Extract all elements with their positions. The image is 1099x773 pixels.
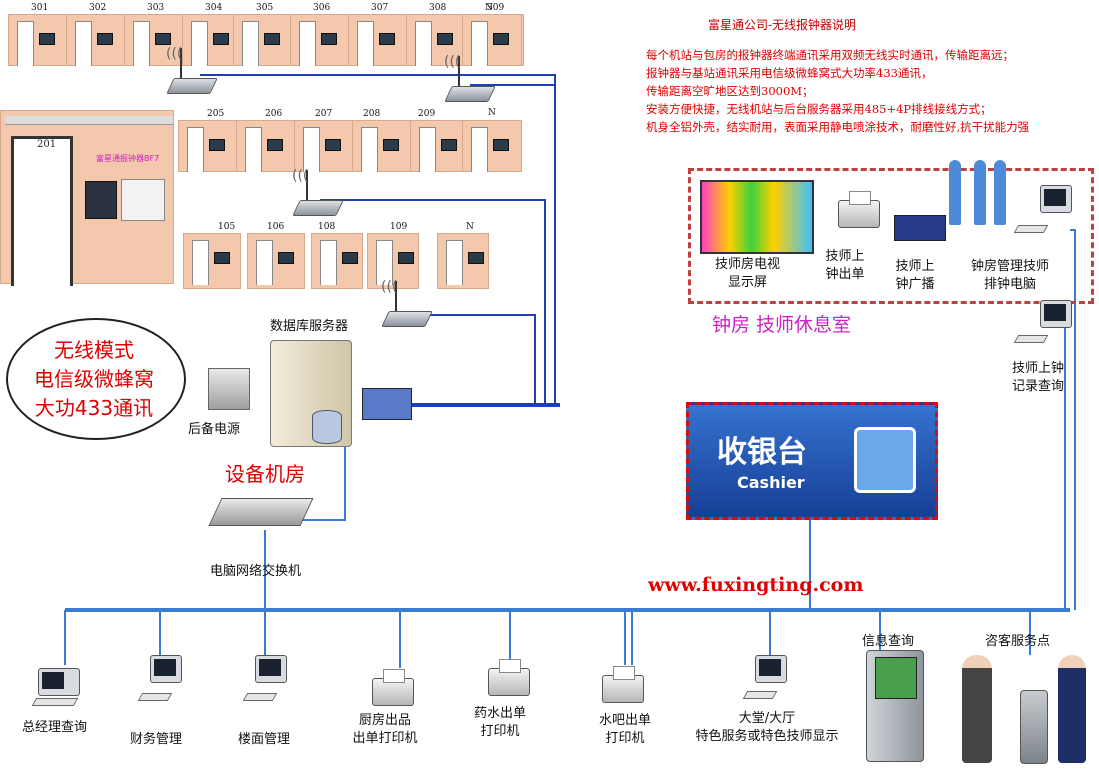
database-icon [312,410,342,444]
room-door [178,120,238,172]
room-door: 207 [315,109,412,172]
tv-screen [700,180,814,254]
device-label: 富星通报钟器BF7 [96,154,160,163]
gm-query-label: 总经理查询 [22,720,88,735]
kitchen-printer-icon [372,669,414,706]
room-door: N [462,3,522,66]
wireless-base-station: ((( [292,168,344,216]
speaker-icon [894,215,946,241]
customer-service-label: 咨客服务点 [985,634,1051,649]
website-link[interactable]: www.fuxingting.com [648,574,864,596]
wireless-mode-text: 无线模式电信级微蜂窝大功433通讯 [34,338,154,420]
clock-room-box [688,168,1094,304]
service-kiosk-icon [1020,690,1048,764]
database-server-label: 数据库服务器 [270,319,349,334]
room-door: 307 [348,3,408,66]
wireless-base-station: ((( [444,54,496,102]
wireless-base-station: ((( [166,46,218,94]
converter-icon [362,388,412,420]
room-door: 109 [390,222,489,289]
equipment-room-label: 设备机房 [225,462,305,486]
bar-printer-label: 水吧出单打印机 [598,713,651,746]
cashier-icon [854,427,916,493]
room-number: N [488,108,496,118]
room-door: 305 [233,3,293,66]
ups-icon [208,368,250,410]
room-door: 208 [363,109,470,172]
lobby-display-label: 大堂/大厅特色服务或特色技师显示 [695,711,839,744]
scheduling-pc-label: 钟房管理技师排钟电脑 [970,259,1049,292]
signal-icon: ((( [444,54,461,70]
room-door: 301 [8,3,68,66]
clock-in-print-label: 技师上钟出单 [825,249,865,282]
cashier-title: 收银台 [717,435,807,470]
signal-icon: ((( [166,46,183,62]
finance-label: 财务管理 [130,732,183,747]
network-switch-icon [208,498,314,526]
clock-in-broadcast-label: 技师上钟广播 [895,259,935,292]
bar-printer-icon [602,666,644,703]
cashier-panel: 收银台 Cashier [686,402,938,520]
receptionist-icon [962,655,992,763]
technicians-icon [944,155,1024,225]
kitchen-printer-label: 厨房出品出单打印机 [352,713,418,746]
room-201: 201 富星通报钟器BF7 [0,110,174,286]
room-door: 105 [218,222,305,289]
room-door: 304 [182,3,242,66]
room-door: 106 [267,222,363,289]
info-query-label: 信息查询 [862,634,915,649]
notes-title: 富星通公司-无线报钟器说明 [708,18,857,32]
room-door: 108 [318,222,419,289]
clock-room-title: 钟房 技师休息室 [712,314,852,336]
drink-printer-label: 药水出单打印机 [473,706,526,739]
wireless-base-station: ((( [381,279,433,327]
signal-icon: ((( [381,279,398,295]
drink-printer-icon [488,659,530,696]
room-door: 303 [124,3,184,66]
backup-power-label: 后备电源 [188,422,241,437]
room-door: 205 [207,109,296,172]
room-door [183,233,241,289]
room-door: 306 [290,3,350,66]
clock-record-query-label: 技师上钟记录查询 [1011,361,1064,394]
network-switch-label: 电脑网络交换机 [210,564,302,579]
tv-screen-label: 技师房电视显示屏 [714,257,780,290]
info-kiosk-icon [866,650,924,762]
room-door: 308 [406,3,466,66]
room-door: 209 [418,109,522,172]
signal-icon: ((( [292,168,309,184]
attendant-icon [1058,655,1086,763]
room-door: 302 [66,3,126,66]
floor-label: 楼面管理 [238,732,291,747]
room-door: 206 [265,109,354,172]
notes-body: 每个机站与包房的报钟器终端通讯采用双频无线实时通讯，传输距离远； 报钟器与基站通… [646,48,1030,134]
room-number: 201 [37,139,57,150]
printer-icon [838,191,880,228]
wireless-mode-oval [6,318,186,440]
cashier-subtitle: Cashier [737,473,805,492]
room-number: N [466,222,474,232]
